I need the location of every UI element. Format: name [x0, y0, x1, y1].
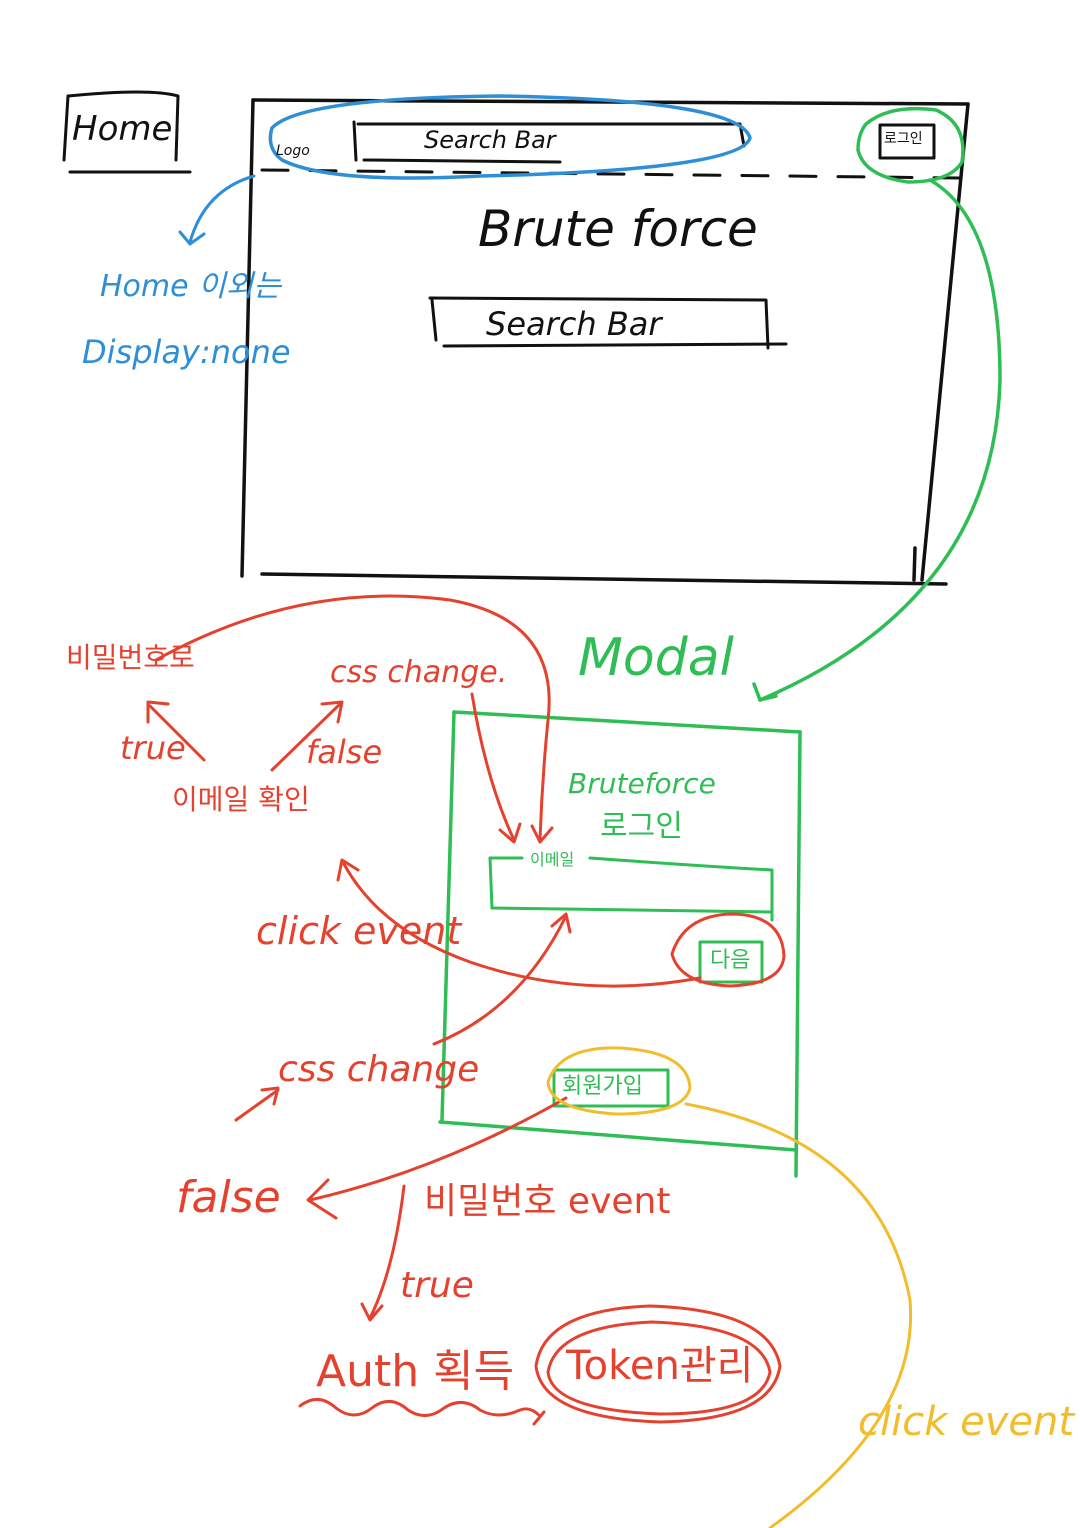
note-false-1: false [306, 733, 383, 771]
email-field-box [488, 856, 774, 922]
modal-frame [438, 710, 802, 1178]
blue-arrow [178, 174, 256, 246]
header-search-box [352, 120, 746, 164]
home-label-box [62, 90, 192, 174]
login-button[interactable]: 로그인 [884, 131, 923, 147]
header-search-bar[interactable]: Search Bar [424, 126, 556, 154]
note-token: Token관리 [566, 1343, 754, 1389]
yellow-flow [546, 1046, 913, 1528]
red-flow-lines [146, 594, 786, 1426]
note-true-1: true [120, 729, 186, 767]
note-true-2: true [400, 1265, 474, 1306]
header-highlight-ellipse [268, 94, 752, 180]
note-auth: Auth 획득 [316, 1346, 515, 1397]
note-home-except: Home 이외는 [100, 269, 281, 304]
note-css-change-1: css change. [330, 655, 508, 690]
note-click-event-1: click event [256, 909, 462, 953]
modal-brand: Bruteforce [568, 767, 716, 800]
note-click-event-2: click event [858, 1399, 1075, 1445]
main-search-bar[interactable]: Search Bar [486, 305, 662, 343]
login-button-box [878, 123, 936, 160]
main-title: Brute force [478, 200, 758, 258]
note-password-input: 비밀번호로 [66, 641, 195, 674]
note-css-change-2: css change [278, 1049, 480, 1090]
signup-button[interactable]: 회원가입 [562, 1074, 643, 1099]
note-false-2: false [176, 1172, 281, 1223]
modal-title: 로그인 [600, 809, 683, 844]
modal-label: Modal [578, 628, 734, 688]
home-label: Home [72, 109, 173, 149]
signup-button-box [552, 1068, 670, 1108]
note-password-event: 비밀번호 event [424, 1181, 671, 1222]
next-button-box [698, 940, 764, 984]
email-label: 이메일 [530, 850, 575, 869]
main-search-box [428, 296, 788, 350]
login-highlight-ellipse [856, 106, 965, 184]
note-email-check: 이메일 확인 [172, 783, 310, 816]
next-button[interactable]: 다음 [710, 948, 751, 973]
note-display-none: Display:none [82, 333, 291, 371]
green-arrow [752, 178, 1002, 702]
header-logo[interactable]: Logo [276, 143, 310, 159]
header-divider [260, 168, 962, 180]
